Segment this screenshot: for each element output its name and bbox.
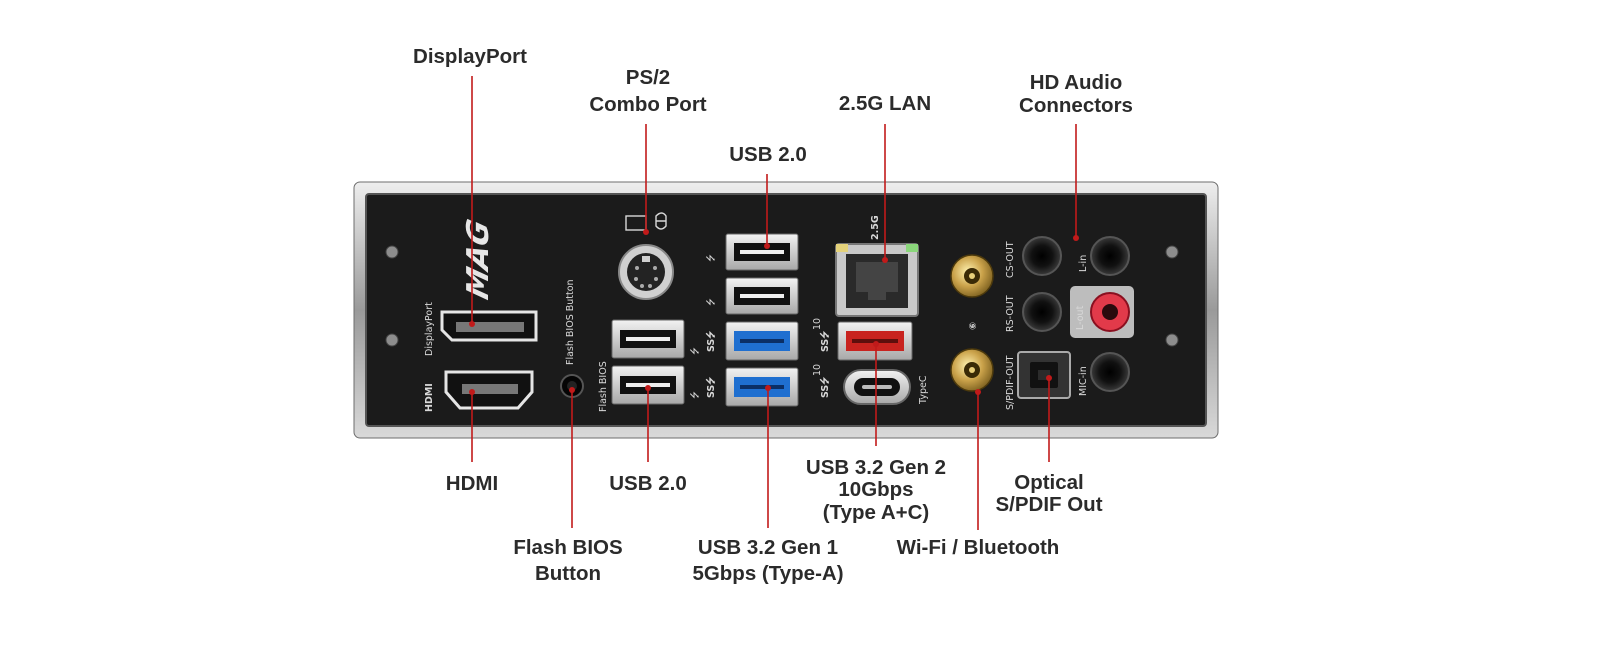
displayport-print: DisplayPort	[424, 302, 435, 356]
mic-in-jack	[1090, 352, 1130, 392]
displayport-port: DisplayPort	[424, 302, 538, 356]
hdmi-port: HDMI	[424, 370, 534, 412]
ss10-print: 10	[812, 364, 823, 376]
cs-out-print: CS-OUT	[1005, 241, 1016, 278]
label-wifi-bluetooth: Wi-Fi / Bluetooth	[897, 536, 1060, 559]
label-hd-audio-line2: Connectors	[1019, 94, 1133, 117]
usb-symbol-icon: ⭍	[689, 347, 701, 355]
screw-hole-icon	[385, 333, 399, 347]
wifi6-logo-icon: ⑥	[968, 322, 979, 330]
line-in-print: L-in	[1078, 255, 1089, 272]
label-lan: 2.5G LAN	[839, 92, 931, 115]
label-optical-line1: Optical	[1014, 471, 1084, 494]
label-ps2-line1: PS/2	[626, 66, 670, 89]
lan-port: 2.5G	[835, 215, 919, 317]
line-out-print: L-out	[1075, 305, 1086, 330]
usb-symbol-icon: ⭍	[705, 298, 717, 306]
label-usb32g2-line3: (Type A+C)	[823, 501, 930, 524]
flash-bios-button-print: Flash BIOS Button	[565, 279, 576, 365]
superspeed-icon: SS⭍	[705, 330, 717, 352]
leader-lines	[469, 76, 1079, 530]
typec-print: TypeC	[918, 375, 929, 405]
label-hdmi: HDMI	[446, 472, 498, 495]
lan-speed-print: 2.5G	[870, 215, 881, 240]
flash-bios-print: Flash BIOS	[598, 361, 609, 412]
mouse-icon	[655, 212, 667, 230]
spdif-out-print: S/PDIF-OUT	[1005, 355, 1016, 410]
ps2-port	[618, 212, 674, 300]
usb-center-stack: ⭍ ⭍ SS⭍ SS⭍	[705, 233, 799, 407]
brand-logo: MAG	[461, 216, 495, 303]
usb32-gen2-stack: SS⭍ 10 SS⭍ 10 TypeC	[812, 318, 929, 405]
callout-labels: DisplayPort PS/2 Combo Port USB 2.0 2.5G…	[413, 45, 1133, 585]
ss10-print: 10	[812, 318, 823, 330]
label-usb20-bottom: USB 2.0	[609, 472, 686, 495]
screw-hole-icon	[385, 245, 399, 259]
superspeed-icon: SS⭍	[819, 376, 831, 398]
screw-hole-icon	[1165, 245, 1179, 259]
rs-out-jack	[1022, 292, 1062, 332]
screw-hole-icon	[1165, 333, 1179, 347]
audio-block: CS-OUT RS-OUT S/PDIF-OUT L-in L-out MIC-…	[1005, 236, 1134, 410]
mic-in-print: MIC-in	[1078, 366, 1089, 396]
superspeed-icon: SS⭍	[705, 376, 717, 398]
label-displayport: DisplayPort	[413, 45, 527, 68]
label-ps2-line2: Combo Port	[589, 93, 706, 116]
label-usb32g1-line1: USB 3.2 Gen 1	[698, 536, 838, 559]
superspeed-icon: SS⭍	[819, 330, 831, 352]
usb-symbol-icon: ⭍	[689, 391, 701, 399]
hdmi-print: HDMI	[424, 383, 435, 412]
label-flash-bios-line1: Flash BIOS	[513, 536, 622, 559]
label-optical-line2: S/PDIF Out	[995, 493, 1102, 516]
usb-symbol-icon: ⭍	[705, 254, 717, 262]
label-flash-bios-line2: Button	[535, 562, 601, 585]
rs-out-print: RS-OUT	[1005, 295, 1016, 332]
label-usb20-top: USB 2.0	[729, 143, 806, 166]
line-in-jack	[1090, 236, 1130, 276]
label-hd-audio-line1: HD Audio	[1030, 71, 1123, 94]
wifi-antenna-connectors: ⑥	[950, 254, 994, 392]
cs-out-jack	[1022, 236, 1062, 276]
label-usb32g2-line2: 10Gbps	[838, 478, 913, 501]
label-usb32g2-line1: USB 3.2 Gen 2	[806, 456, 946, 479]
label-usb32g1-line2: 5Gbps (Type-A)	[692, 562, 843, 585]
